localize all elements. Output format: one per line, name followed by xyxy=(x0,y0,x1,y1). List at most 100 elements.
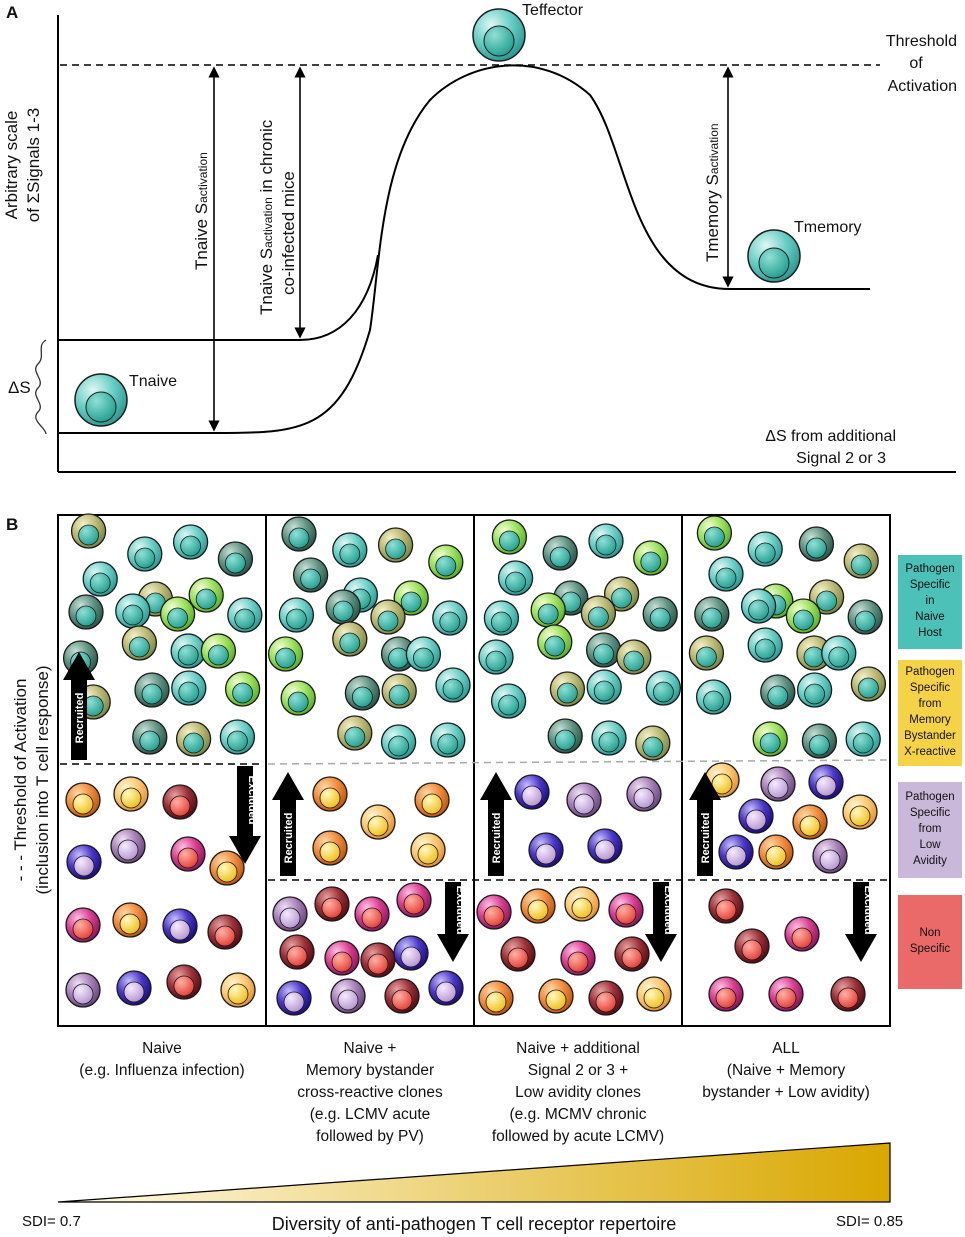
y-axis-label-line2: of ΣSignals 1-3 xyxy=(24,108,43,222)
cell-orange xyxy=(112,902,148,938)
cell-magenta xyxy=(784,916,820,952)
original-threshold-gray-line xyxy=(267,759,889,765)
delta-s-note-line1: ΔS from additional xyxy=(765,428,896,445)
cell-maroon xyxy=(734,928,770,964)
cell-magenta xyxy=(65,907,101,943)
legend-memory-bystander: Pathogen Specific from Memory Bystander … xyxy=(898,660,962,766)
tmemory-sactivation-label: Tmemory Sactivation xyxy=(703,123,722,262)
cell-blue xyxy=(587,828,623,864)
svg-text:Tmemory Sactivation: Tmemory Sactivation xyxy=(703,123,722,262)
cell-magenta xyxy=(396,882,432,918)
legend-text: X-reactive xyxy=(904,746,956,758)
cell-teal xyxy=(127,536,163,572)
cell-dkteal xyxy=(68,594,104,630)
caption-line: Signal 2 or 3 + xyxy=(528,1062,628,1079)
legend-text: Avidity xyxy=(913,855,947,867)
tnaive-label: Tnaive xyxy=(129,373,177,390)
teffector-label: Teffector xyxy=(522,2,584,19)
legend-text: Memory xyxy=(909,714,951,726)
excluded-label: Excluded xyxy=(862,886,874,935)
caption-line: Naive + additional xyxy=(516,1040,640,1057)
cell-magenta xyxy=(608,892,644,928)
caption-line: (e.g. MCMV chronic xyxy=(510,1106,647,1123)
cell-maroon xyxy=(207,914,243,950)
threshold-label-line3: Activation xyxy=(888,78,957,95)
cell-teal xyxy=(82,561,118,597)
cell-dkteal xyxy=(694,596,730,632)
legend-text: Pathogen xyxy=(905,791,954,803)
cell-blue xyxy=(393,935,429,971)
diversity-wedge xyxy=(57,1142,891,1203)
chronic-activation-curve xyxy=(58,254,379,341)
svg-text:Tnaive Sactivation in chronic: Tnaive Sactivation in chronic xyxy=(257,119,276,315)
cell-orange xyxy=(414,782,450,818)
cell-orange xyxy=(538,978,574,1014)
cell-olive xyxy=(549,671,586,707)
cell-teal xyxy=(821,635,857,671)
legend-swatch xyxy=(898,782,962,878)
cell-lime xyxy=(200,633,237,669)
cell-teal xyxy=(796,672,833,708)
panel-b-label: B xyxy=(6,515,18,534)
cell-teal xyxy=(219,719,256,755)
cell-purple xyxy=(110,828,146,864)
cell-peach xyxy=(636,976,672,1012)
legend-text: Naive xyxy=(915,611,944,623)
cell-lime xyxy=(159,596,196,632)
cell-maroon xyxy=(830,976,866,1012)
cell-olive xyxy=(381,673,417,709)
cell-dkteal xyxy=(134,672,170,708)
cell-maroon xyxy=(166,964,202,1000)
cell-teal xyxy=(708,556,744,592)
cell-teal xyxy=(740,588,777,624)
cell-orange xyxy=(792,804,828,840)
cell-magenta xyxy=(768,976,804,1012)
legend-text: Bystander xyxy=(904,730,956,742)
cell-dkteal xyxy=(292,557,329,593)
cell-purple xyxy=(760,766,796,802)
delta-s-label: ΔS xyxy=(8,378,31,397)
cell-dkteal xyxy=(217,541,254,577)
cell-teal xyxy=(430,722,466,758)
col2-recruited-arrow: Recruited xyxy=(272,772,304,876)
cell-maroon xyxy=(360,942,396,978)
legend-naive-host: Pathogen Specific in Naive Host xyxy=(898,555,962,649)
cell-orange xyxy=(209,850,245,886)
excluded-label: Excluded xyxy=(246,776,258,825)
caption-line: (e.g. LCMV acute xyxy=(310,1106,431,1123)
cell-lime xyxy=(633,540,669,576)
cell-olive xyxy=(603,576,640,612)
legend-swatch xyxy=(898,555,962,649)
legend-swatch xyxy=(898,895,962,989)
legend-text: from xyxy=(919,823,942,835)
caption-line: ALL xyxy=(772,1040,800,1057)
cell-blue xyxy=(738,798,774,834)
col4-excluded-arrow: Excluded xyxy=(845,882,877,962)
cell-teal xyxy=(435,667,471,703)
cell-olive xyxy=(332,621,368,657)
chronic-label-line2: co-infected mice xyxy=(279,171,298,295)
cell-teal xyxy=(497,560,534,596)
excluded-label: Excluded xyxy=(454,886,466,935)
col1-excluded-arrow: Excluded xyxy=(229,766,261,864)
caption-all: ALL (Naive + Memory bystander + Low avid… xyxy=(702,1040,870,1101)
cell-blue xyxy=(66,844,102,880)
cell-teal xyxy=(490,683,527,719)
caption-line: Naive xyxy=(142,1040,182,1057)
cell-teal xyxy=(591,720,627,756)
cell-dkteal xyxy=(380,636,417,672)
legend-text: Specific xyxy=(910,682,951,694)
cell-lime xyxy=(696,515,733,551)
recruited-label: Recruited xyxy=(491,813,503,864)
cell-olive xyxy=(377,527,414,563)
cell-purple xyxy=(330,978,366,1014)
tnaive-sactivation-label: Tnaive Sactivation xyxy=(192,152,211,270)
caption-line: followed by acute LCMV) xyxy=(492,1128,664,1145)
col3-excluded-arrow: Excluded xyxy=(645,882,677,962)
cell-teal xyxy=(695,679,732,715)
cell-teal xyxy=(478,639,514,675)
cell-peach xyxy=(410,832,446,868)
cell-lime xyxy=(393,580,429,616)
cell-orange xyxy=(520,888,556,924)
cell-teal xyxy=(586,669,622,705)
